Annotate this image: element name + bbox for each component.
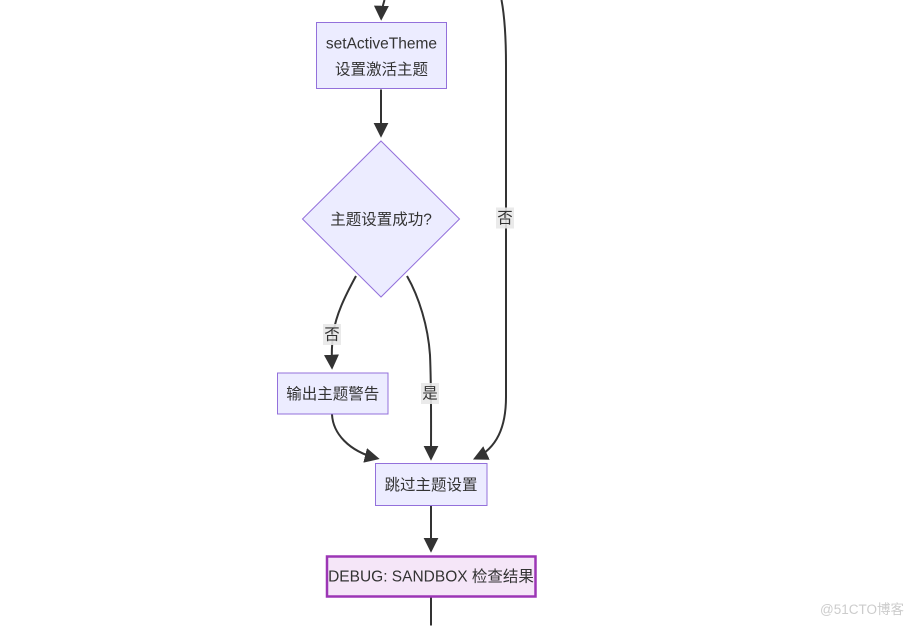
edge-warn-to-skip: [331, 414, 380, 463]
edge-label-yes-bg: [421, 383, 439, 404]
node-theme-success-diamond: [301, 140, 461, 298]
node-debug-result-label: DEBUG: SANDBOX 检查结果: [328, 568, 534, 586]
node-warn-output-box: [277, 372, 389, 415]
edge-decision-yes-to-skip: [406, 275, 439, 461]
node-theme-success-label: 主题设置成功?: [330, 211, 432, 229]
node-set-active-theme-label-en: setActiveTheme: [326, 36, 437, 53]
edge-label-no-left: 否: [323, 324, 341, 345]
node-theme-success-decision: 主题设置成功?: [301, 140, 461, 298]
edge-label-yes: 是: [421, 383, 439, 404]
edge-label-yes-text: 是: [422, 386, 438, 403]
edge-label-no-left-bg: [323, 324, 341, 345]
edge-label-no-right-text: 否: [497, 210, 513, 227]
edge-label-no-right: 否: [496, 207, 514, 229]
node-warn-output-label: 输出主题警告: [286, 385, 379, 403]
node-set-active-theme-box: [316, 22, 447, 89]
node-debug-result: DEBUG: SANDBOX 检查结果: [325, 555, 537, 598]
node-skip-theme: 跳过主题设置: [375, 463, 488, 506]
node-set-active-theme-label-zh: 设置激活主题: [335, 61, 428, 79]
node-skip-theme-label: 跳过主题设置: [384, 476, 477, 494]
node-warn-output: 输出主题警告: [277, 372, 389, 415]
edge-decision-no-to-warn: [323, 275, 357, 370]
edge-label-no-left-text: 否: [324, 327, 340, 344]
node-skip-theme-box: [375, 463, 488, 506]
node-debug-result-box: [325, 555, 537, 598]
edge-right-no-bypass: [472, 0, 507, 460]
node-set-active-theme: setActiveTheme 设置激活主题: [316, 22, 447, 89]
edge-top-into-settheme: [373, 0, 389, 21]
watermark: @51CTO博客: [820, 601, 904, 617]
edge-label-no-right-bg: [496, 207, 514, 229]
